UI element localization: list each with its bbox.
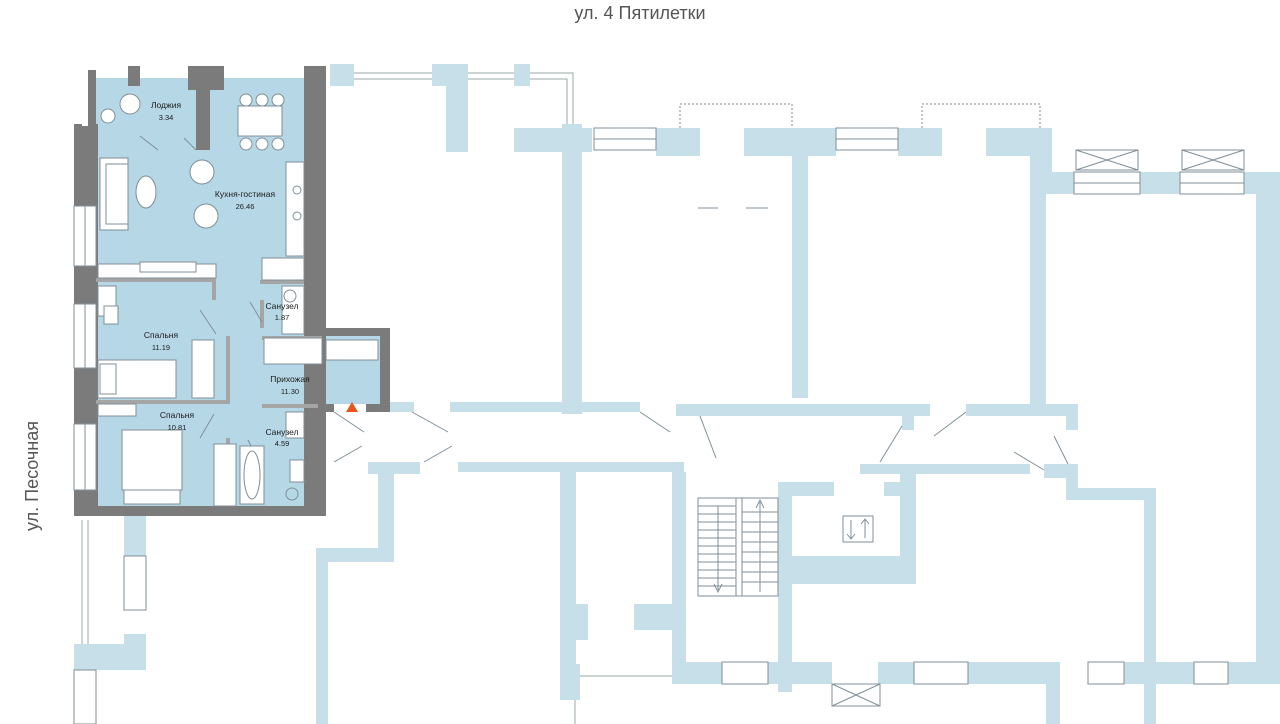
- room-area: 1.87: [275, 313, 290, 322]
- room-area: 11.30: [281, 387, 299, 396]
- room-labels: Лоджия 3.34 Кухня-гостиная 26.46 Санузел…: [144, 100, 310, 448]
- street-label-top: ул. 4 Пятилетки: [574, 3, 706, 23]
- room-area: 4.59: [275, 439, 290, 448]
- room-name: Лоджия: [151, 100, 182, 110]
- room-name: Спальня: [160, 410, 195, 420]
- furniture: [97, 93, 379, 507]
- building-walls: [74, 64, 1280, 724]
- room-name: Прихожая: [270, 374, 310, 384]
- room-name: Спальня: [144, 330, 179, 340]
- room-area: 26.46: [236, 202, 255, 211]
- entrance-arrow-icon: [346, 402, 358, 412]
- vent-shaft-icon: [831, 149, 1245, 707]
- elevator-icon: [842, 515, 874, 543]
- room-name: Санузел: [265, 301, 298, 311]
- door-swings: [411, 207, 1069, 471]
- room-name: Санузел: [265, 427, 298, 437]
- apartment: [73, 66, 390, 516]
- room-area: 3.34: [159, 113, 174, 122]
- room-name: Кухня-гостиная: [215, 189, 276, 199]
- room-area: 10.81: [168, 423, 187, 432]
- windows: [73, 127, 1245, 724]
- room-area: 11.19: [152, 343, 170, 352]
- stairs-icon: [697, 497, 779, 597]
